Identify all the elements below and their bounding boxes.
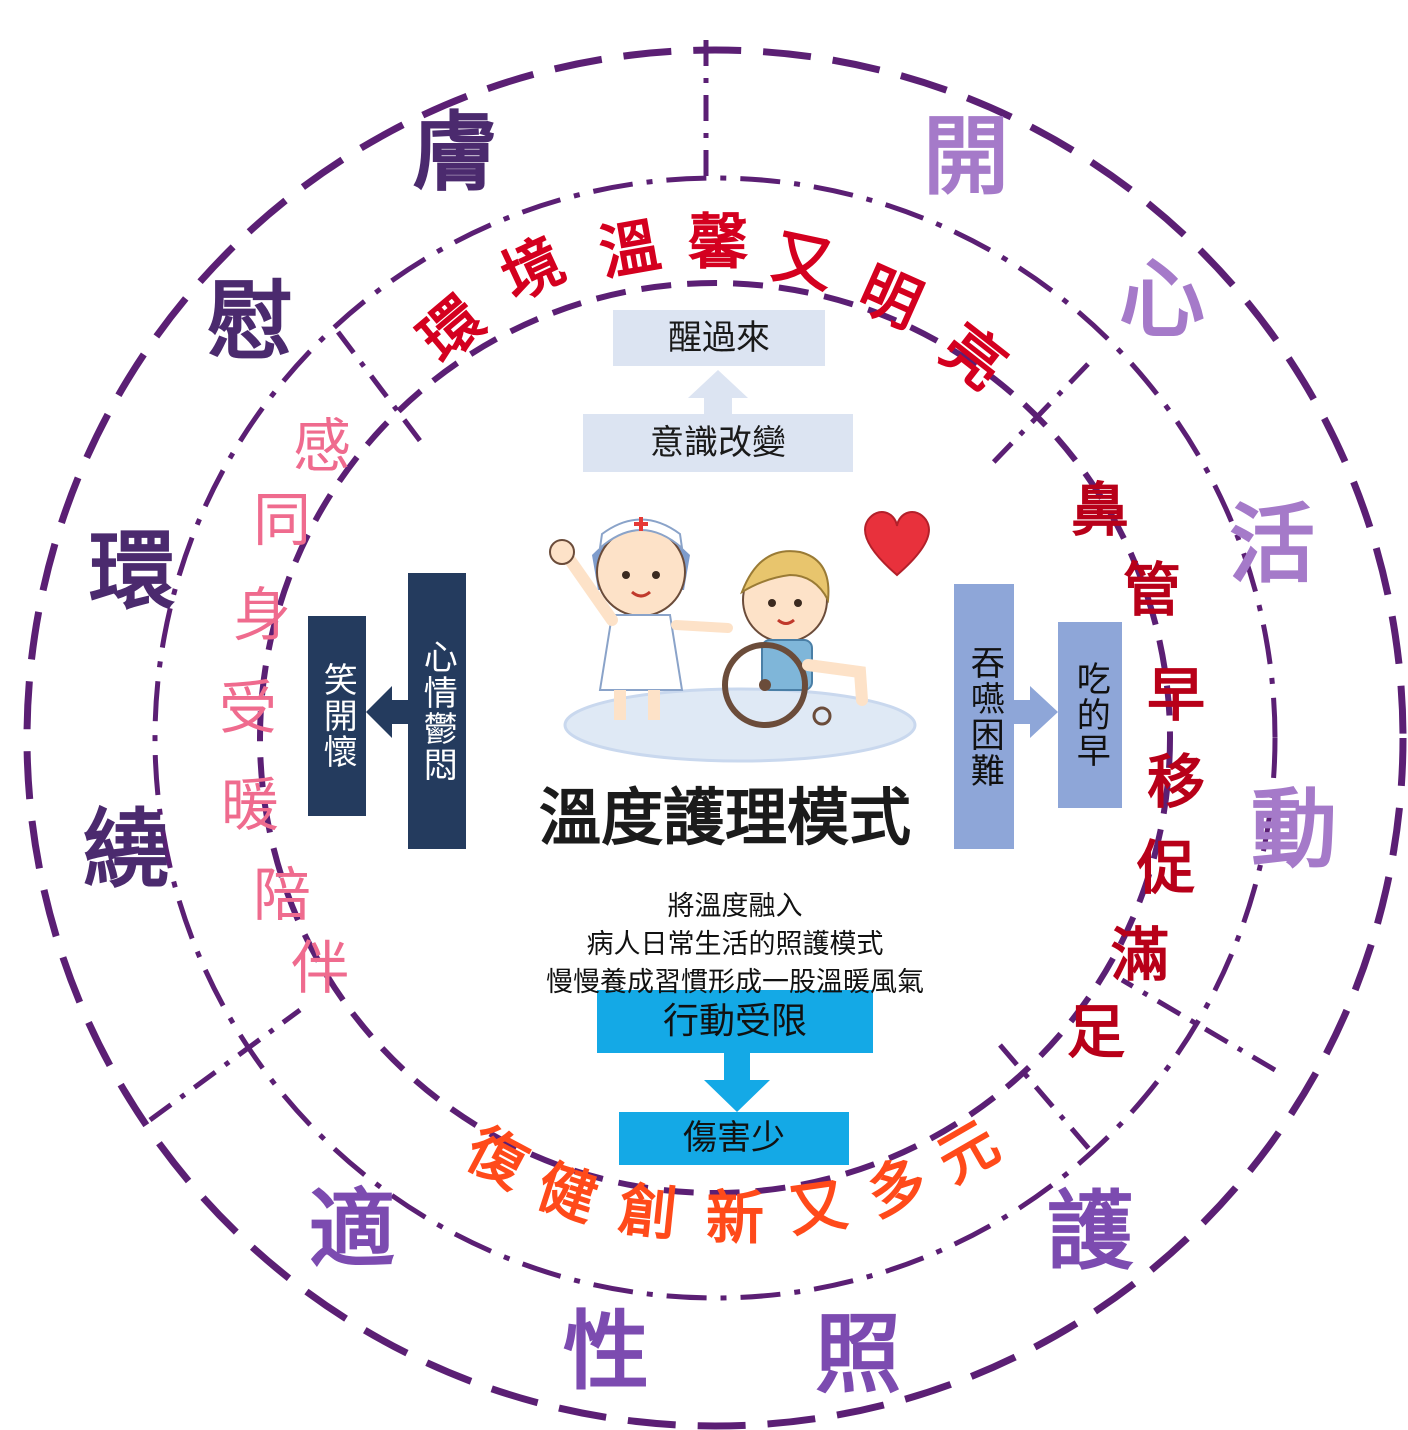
heart-icon [864,511,930,577]
outer-char-6: 性 [563,1302,649,1402]
divider-bottom-right [998,1043,1092,1152]
center-title: 溫度護理模式 [538,781,912,854]
outer-char-8: 護 [1047,1182,1133,1282]
box-depressed-mood: 心情鬱悶 [408,573,466,849]
arrow-up [688,370,748,415]
right-column-char-1: 鼻 [1070,476,1130,544]
center-desc-line-1: 將溫度融入 [667,891,803,922]
arrow-right [1013,686,1058,738]
box-smile: 笑開懷 [308,616,366,816]
inner-ring [257,280,1173,1196]
arrow-down [704,1053,770,1112]
arrows [366,370,1058,1112]
divider-lower-left [148,1007,302,1123]
arrow-left [366,686,410,738]
divider-upper-left [336,330,426,448]
wheelchair-patient-icon [722,550,868,728]
outer-char-9: 動 [1251,780,1337,880]
bottom-arc-char-4: 新 [705,1184,765,1252]
left-column-char-4: 受 [218,674,278,742]
left-column-char-6: 陪 [252,861,312,929]
right-column-char-4: 移 [1146,748,1206,816]
right-column-char-6: 滿 [1110,921,1170,989]
outer-char-7: 照 [815,1305,901,1405]
center-desc-line-2: 病人日常生活的照護模式 [586,929,884,960]
outer-char-3: 環 [89,522,175,622]
bottom-arc-char-5: 又 [784,1170,852,1246]
left-column-char-2: 同 [252,486,312,554]
divider-lines [148,40,1277,1152]
center-description: 將溫度融入 病人日常生活的照護模式 慢慢養成習慣形成一股溫暖風氣 [546,888,924,1002]
outer-char-5: 適 [309,1180,395,1280]
box-consciousness-change: 意識改變 [583,414,853,472]
center-desc-line-3: 慢慢養成習慣形成一股溫暖風氣 [546,967,924,998]
top-arc-char-4: 馨 [688,208,748,278]
top-arc-char-3: 溫 [594,210,666,290]
outer-ring [23,46,1407,1430]
outer-char-10: 活 [1229,495,1315,595]
left-column-char-1: 感 [292,412,352,480]
outer-char-4: 繞 [83,800,169,900]
top-arc-char-5: 又 [766,221,840,303]
box-eat-early: 吃的早 [1058,622,1122,808]
left-column-char-3: 身 [232,581,292,649]
right-column-char-5: 促 [1136,834,1196,902]
box-swallowing-difficulty: 吞嚥困難 [954,584,1014,849]
divider-upper-right [986,362,1090,470]
nurse-icon [549,517,733,720]
left-column-char-5: 暖 [220,771,280,839]
box-wake-up: 醒過來 [613,310,825,366]
right-column-char-2: 管 [1122,556,1182,624]
rings [23,46,1407,1430]
box-limited-mobility: 行動受限 [597,990,873,1053]
bottom-arc-char-3: 創 [615,1175,681,1249]
right-column-char-3: 早 [1146,661,1206,729]
outer-char-11: 心 [1119,250,1205,350]
outer-char-1: 膚 [412,103,498,203]
outer-char-2: 慰 [207,272,293,372]
right-column-char-7: 足 [1066,998,1126,1066]
outer-char-12: 開 [923,107,1009,207]
left-column-char-7: 伴 [290,934,350,1002]
middle-ring [152,175,1278,1301]
box-less-harm: 傷害少 [619,1112,849,1165]
center-illustration [549,511,930,763]
